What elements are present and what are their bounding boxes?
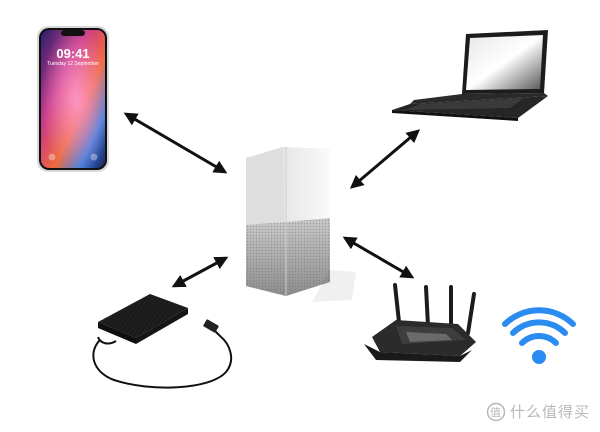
router-icon (364, 283, 476, 362)
external-drive-icon (92, 294, 233, 389)
svg-text:值: 值 (490, 406, 502, 419)
arrow-laptop-nas (349, 129, 421, 189)
laptop-icon (392, 30, 548, 121)
watermark-text: 什么值得买 (509, 404, 590, 421)
phone-time: 09:41 (56, 46, 90, 61)
watermark-logo-icon: 值 (486, 402, 506, 421)
wifi-icon (502, 307, 576, 364)
arrow-drive-nas (171, 256, 229, 288)
nas-icon (246, 147, 356, 302)
arrow-phone-nas (123, 112, 228, 174)
watermark: 值 什么值得买 (486, 401, 590, 422)
phone-icon (37, 26, 109, 172)
arrow-router-nas (342, 236, 415, 279)
phone-date: Tuesday 12 September (47, 61, 99, 67)
